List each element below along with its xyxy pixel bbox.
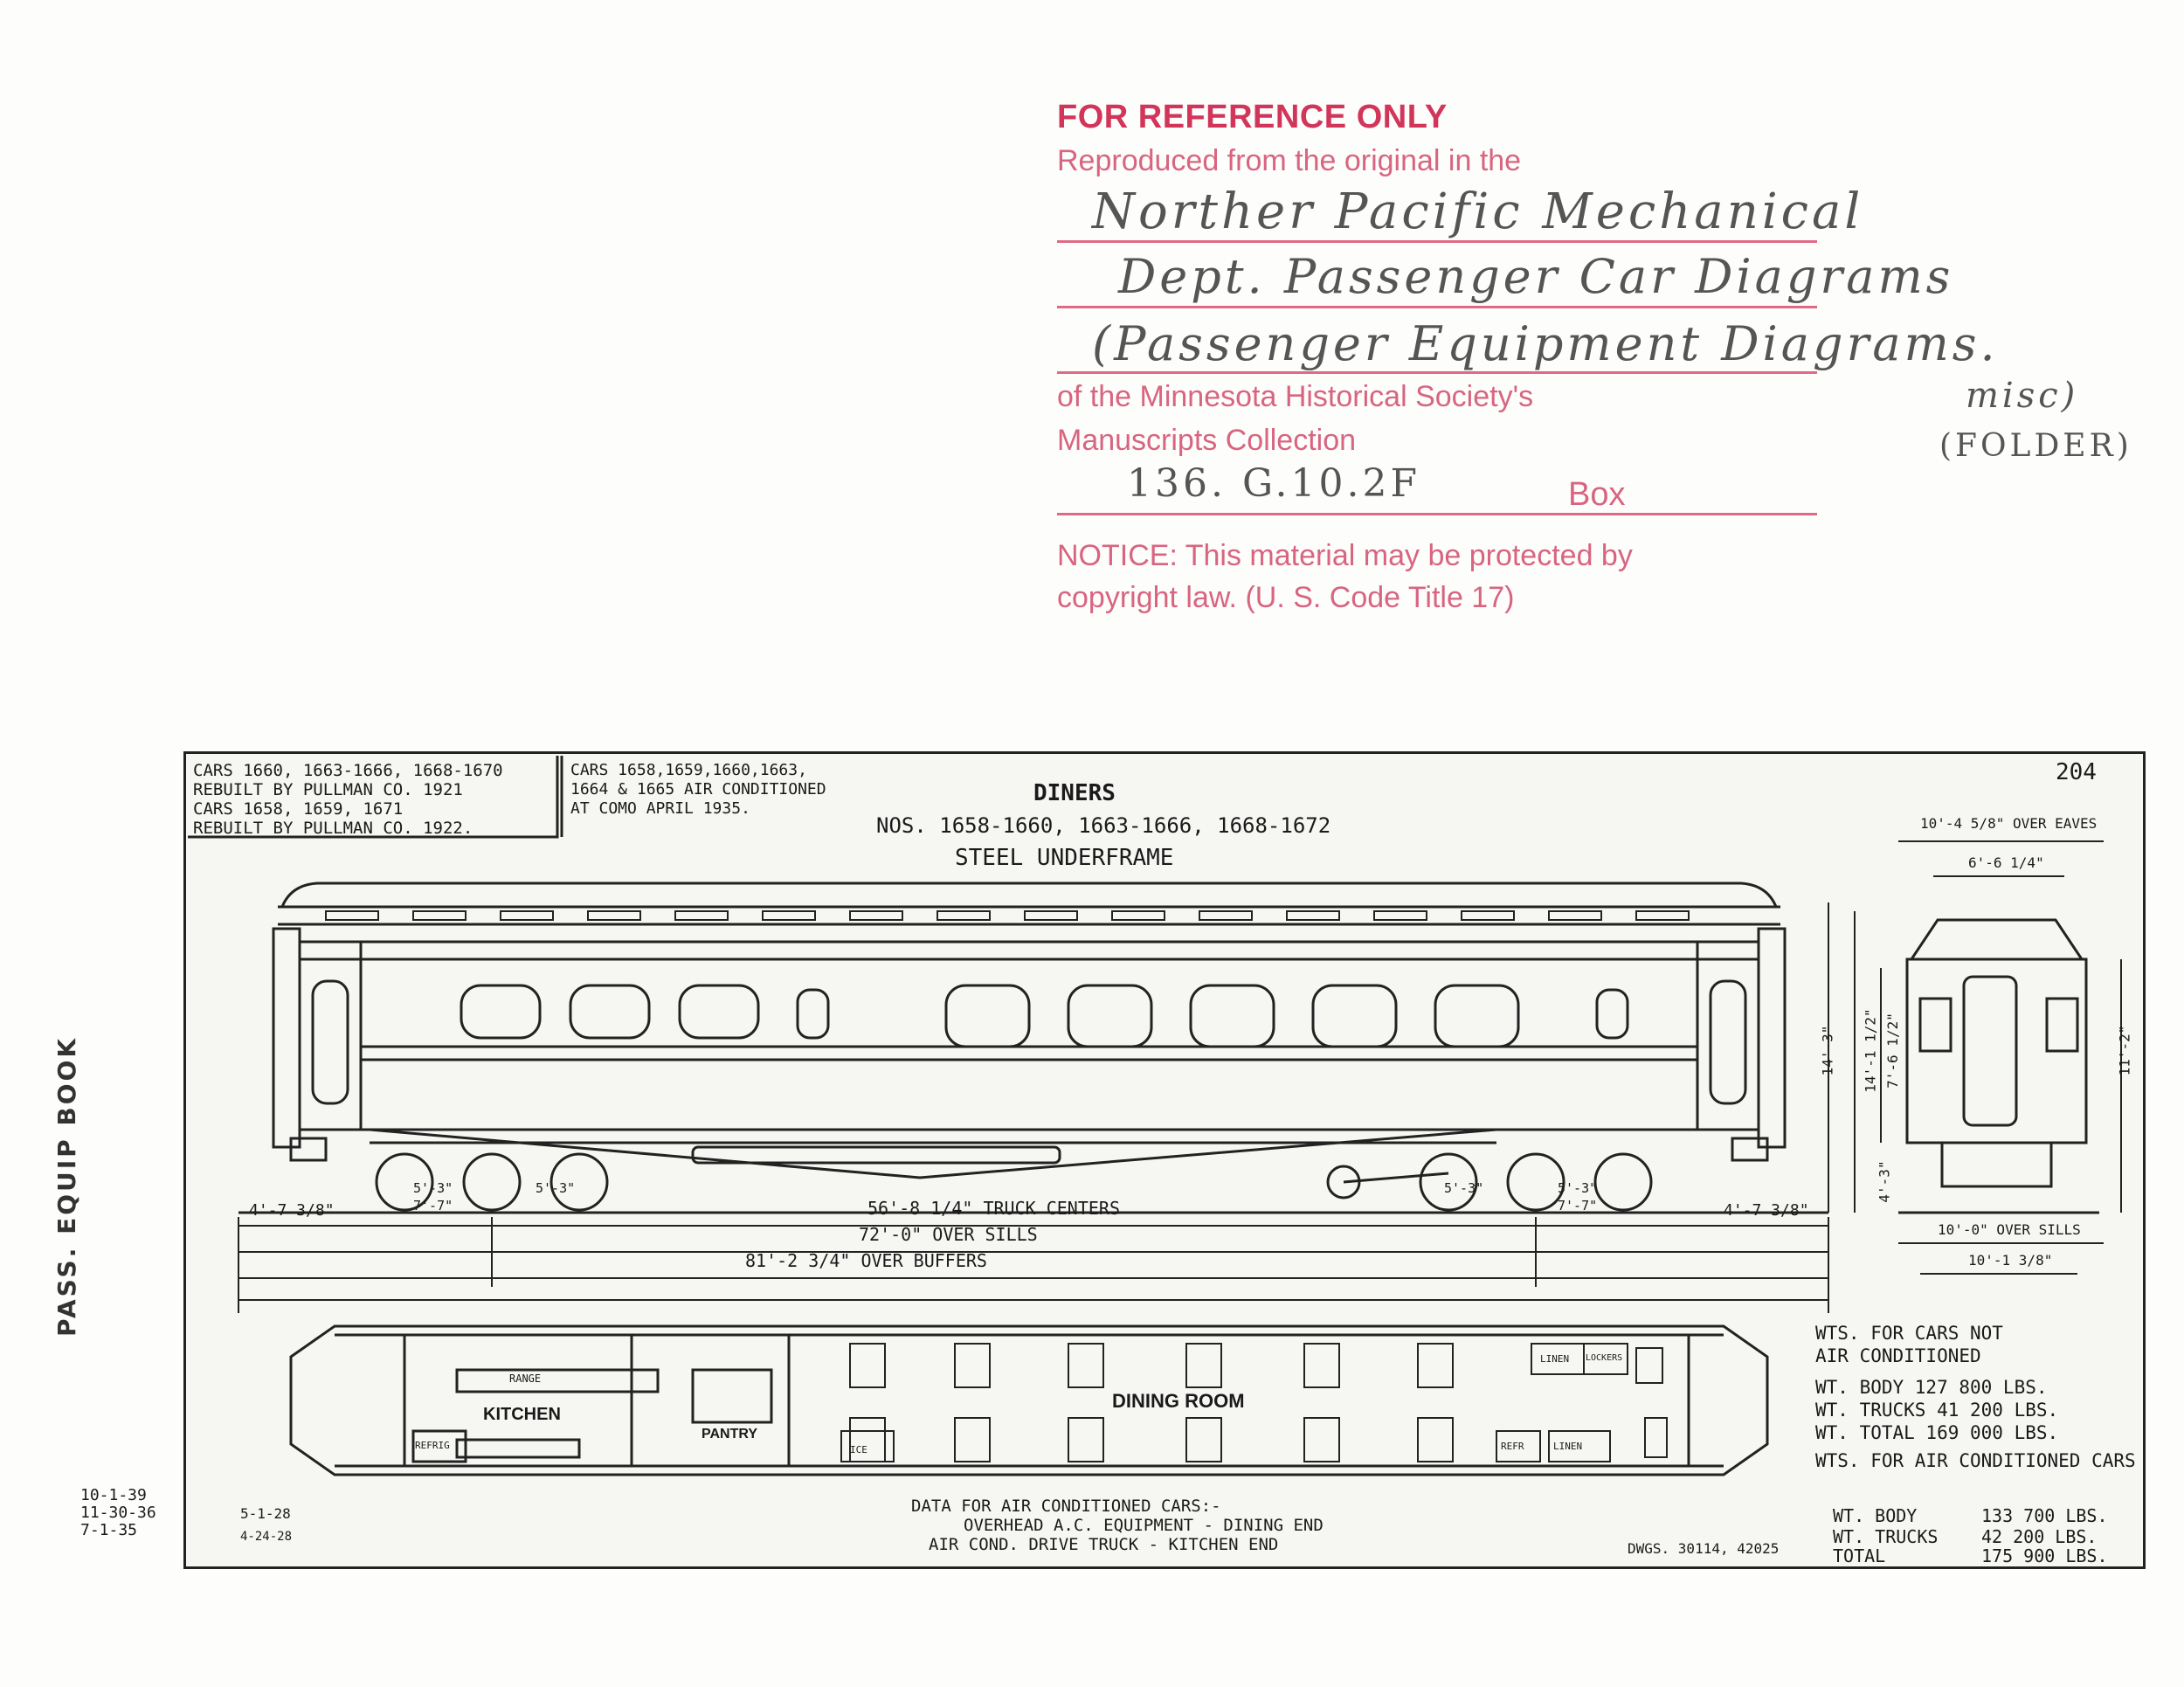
end-dim-h4: 4'-3" — [1876, 1160, 1893, 1203]
end-dim-h1: 14'-3" — [1819, 1025, 1836, 1076]
dim-over-buffers: 81'-2 3/4" OVER BUFFERS — [745, 1250, 987, 1271]
diagram-subtitle: STEEL UNDERFRAME — [955, 845, 1174, 871]
end-dim-h3: 7'-6 1/2" — [1883, 1013, 1901, 1089]
date-5: 4-24-28 — [240, 1530, 293, 1544]
note-box-border — [188, 756, 559, 839]
handwritten-box-number: 136. G.10.2F — [1127, 461, 1421, 506]
end-dim-eaves: 10'-4 5/8" OVER EAVES — [1920, 815, 2098, 832]
weights-ac: WT. BODY 133 700 LBS. — [1833, 1505, 2156, 1526]
rebuilt-note-line-3: CARS 1658, 1659, 1671 — [193, 799, 404, 819]
drawing-numbers: DWGS. 30114, 42025 — [1628, 1540, 1780, 1557]
end-dim-base: 10'-1 3/8" — [1968, 1252, 2053, 1269]
rebuilt-note-line-2: REBUILT BY PULLMAN CO. 1921 — [193, 780, 463, 799]
floor-plan — [289, 1324, 1769, 1476]
end-dim-h5: 11'-2" — [2116, 1025, 2133, 1076]
fixture-linen-2: LINEN — [1553, 1441, 1583, 1452]
stamp-collection-line: Manuscripts Collection — [1057, 424, 1357, 457]
not-ac-total-weight: WT. TOTAL 169 000 LBS. — [1815, 1422, 2059, 1443]
side-elevation — [238, 882, 1829, 1313]
stamp-rule-1 — [1057, 240, 1817, 243]
car-diagram-sheet: CARS 1660, 1663-1666, 1668-1670 REBUILT … — [183, 751, 2146, 1569]
handwritten-line-5: (FOLDER) — [1939, 428, 2132, 464]
dim-over-sills: 72'-0" OVER SILLS — [859, 1224, 1038, 1245]
fixture-linen-1: LINEN — [1540, 1353, 1570, 1365]
stamp-notice-1: NOTICE: This material may be protected b… — [1057, 539, 1633, 572]
dim-end-right: 4'-7 3/8" — [1724, 1201, 1809, 1220]
ac-total-label: TOTAL — [1833, 1545, 1886, 1566]
weights-not-ac: WTS. FOR CARS NOT AIR CONDITIONED WT. BO… — [1815, 1322, 2136, 1472]
weights-ac-trucks: WT. TRUCKS 42 200 LBS. — [1833, 1526, 2156, 1547]
end-dim-roof: 6'-6 1/4" — [1968, 854, 2044, 871]
ac-trucks-label: WT. TRUCKS — [1833, 1526, 1939, 1547]
dim-truck-centers: 56'-8 1/4" TRUCK CENTERS — [867, 1198, 1120, 1219]
fixture-refr: REFR — [1501, 1441, 1524, 1452]
weights-heading-2: AIR CONDITIONED — [1815, 1345, 1981, 1366]
stamp-society-line: of the Minnesota Historical Society's — [1057, 380, 1534, 413]
weights-ac-total: TOTAL 175 900 LBS. — [1833, 1547, 2156, 1565]
fixture-refrig: REFRIG — [415, 1440, 450, 1451]
ac-data-block: DATA FOR AIR CONDITIONED CARS:- OVERHEAD… — [911, 1497, 1324, 1554]
diagram-title: DINERS — [1033, 780, 1116, 806]
stamp-box-label: Box — [1568, 476, 1626, 513]
rebuilt-note-line-4: REBUILT BY PULLMAN CO. 1922. — [193, 819, 473, 838]
car-numbers: NOS. 1658-1660, 1663-1666, 1668-1672 — [876, 813, 1331, 838]
not-ac-trucks-weight: WT. TRUCKS 41 200 LBS. — [1815, 1400, 2059, 1421]
handwritten-line-4: misc) — [1966, 376, 2079, 416]
ac-trucks-value: 42 200 LBS. — [1981, 1526, 2098, 1547]
stamp-reproduced-line: Reproduced from the original in the — [1057, 144, 1522, 177]
revision-dates: 10-1-39 11-30-36 7-1-35 — [80, 1487, 156, 1539]
not-ac-body-weight: WT. BODY 127 800 LBS. — [1815, 1377, 2048, 1398]
date-4: 5-1-28 — [240, 1505, 291, 1522]
fixture-ice: ICE — [850, 1444, 867, 1455]
date-3: 7-1-35 — [80, 1521, 138, 1539]
ac-note-line-2: 1664 & 1665 AIR CONDITIONED — [570, 780, 826, 799]
stamp-notice-2: copyright law. (U. S. Code Title 17) — [1057, 581, 1515, 614]
handwritten-line-2: Dept. Passenger Car Diagrams — [1118, 249, 1954, 304]
end-elevation — [1828, 840, 2122, 1275]
dim-wheel-b: 7'-7" — [413, 1198, 453, 1213]
ac-data-line-1: OVERHEAD A.C. EQUIPMENT - DINING END — [964, 1516, 1324, 1535]
ac-data-heading: DATA FOR AIR CONDITIONED CARS:- — [911, 1497, 1221, 1516]
dim-wheel-e: 5'-3" — [1558, 1180, 1598, 1196]
ac-weights-heading: WTS. FOR AIR CONDITIONED CARS — [1815, 1450, 2136, 1471]
reference-stamp: FOR REFERENCE ONLY Reproduced from the o… — [1057, 92, 1843, 651]
room-pantry: PANTRY — [702, 1427, 757, 1442]
room-kitchen: KITCHEN — [483, 1405, 561, 1424]
rebuilt-note-line-1: CARS 1660, 1663-1666, 1668-1670 — [193, 761, 503, 780]
air-conditioned-note: CARS 1658,1659,1660,1663, 1664 & 1665 AI… — [570, 761, 826, 819]
handwritten-line-3: (Passenger Equipment Diagrams. — [1092, 316, 1999, 371]
date-2: 11-30-36 — [80, 1504, 156, 1522]
stamp-rule-3 — [1057, 371, 1817, 374]
ac-body-label: WT. BODY — [1833, 1505, 1918, 1526]
end-dim-sills: 10'-0" OVER SILLS — [1938, 1221, 2081, 1238]
stamp-title: FOR REFERENCE ONLY — [1057, 99, 1448, 135]
page-number: 204 — [2056, 759, 2097, 785]
rebuilt-note: CARS 1660, 1663-1666, 1668-1670 REBUILT … — [193, 761, 503, 838]
stamp-rule-2 — [1057, 306, 1817, 308]
car-drawing — [188, 756, 2122, 1476]
dim-wheel-a: 5'-3" — [413, 1180, 453, 1196]
dim-wheel-d: 5'-3" — [1444, 1180, 1484, 1196]
stamp-rule-4 — [1057, 513, 1817, 515]
end-dim-h2: 14'-1 1/2" — [1862, 1008, 1879, 1093]
ac-data-line-2: AIR COND. DRIVE TRUCK - KITCHEN END — [929, 1535, 1279, 1554]
ac-note-line-3: AT COMO APRIL 1935. — [570, 799, 750, 818]
handwritten-line-1: Norther Pacific Mechanical — [1092, 183, 1864, 240]
dim-end-left: 4'-7 3/8" — [249, 1201, 335, 1220]
ac-body-value: 133 700 LBS. — [1981, 1505, 2108, 1526]
weights-heading-1: WTS. FOR CARS NOT — [1815, 1323, 2003, 1344]
dim-wheel-c: 5'-3" — [536, 1180, 576, 1196]
ac-note-line-1: CARS 1658,1659,1660,1663, — [570, 761, 807, 779]
fixture-range: RANGE — [509, 1372, 542, 1385]
pass-equip-book-label: PASS. EQUIP BOOK — [52, 1035, 81, 1337]
room-dining: DINING ROOM — [1112, 1390, 1245, 1412]
ac-total-value: 175 900 LBS. — [1981, 1545, 2108, 1566]
fixture-lockers: LOCKERS — [1586, 1353, 1623, 1363]
dim-wheel-f: 7'-7" — [1558, 1198, 1598, 1213]
date-1: 10-1-39 — [80, 1486, 147, 1504]
